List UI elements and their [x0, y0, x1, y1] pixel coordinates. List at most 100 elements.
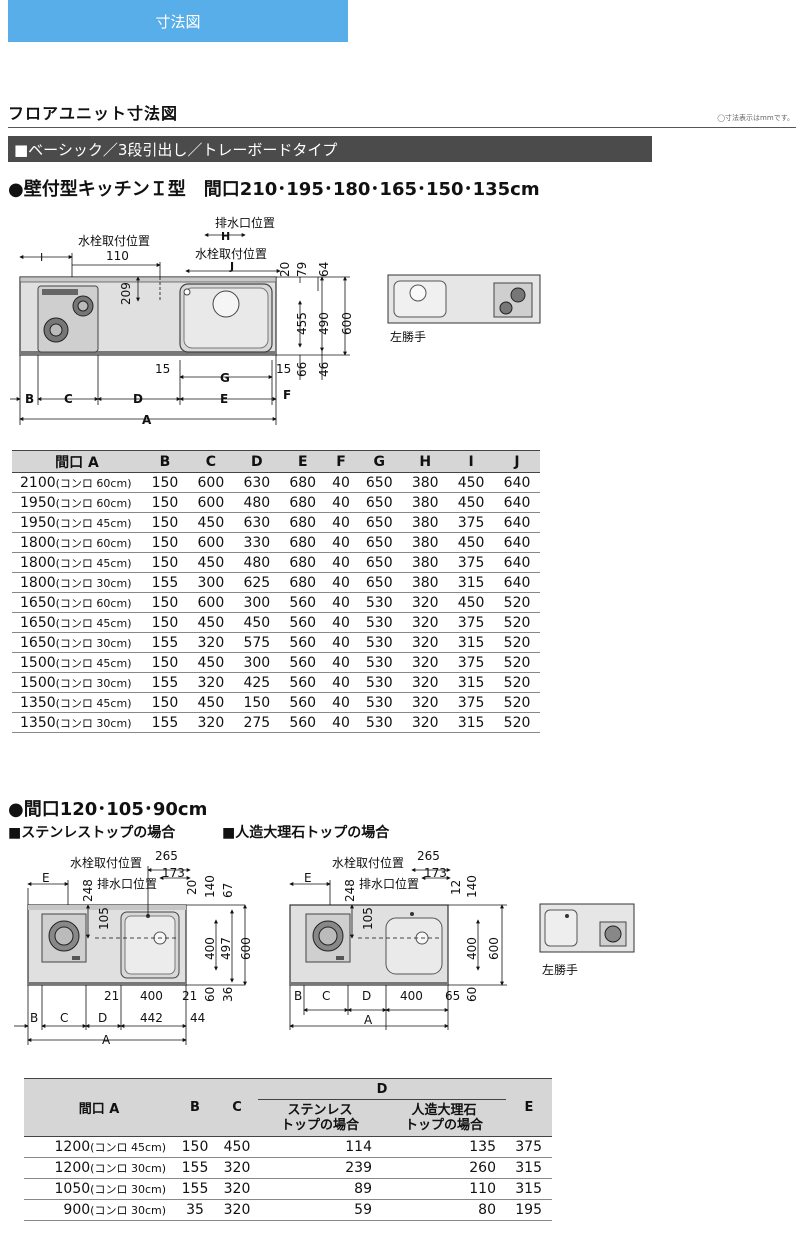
dim-400w-label: 400 — [140, 989, 163, 1003]
width-cell: 1950(コンロ 45cm) — [12, 512, 142, 533]
left-hand-variant-diagram-small: 左勝手 — [539, 903, 635, 977]
table-cell: 40 — [325, 652, 357, 673]
dim-110-label: 110 — [106, 249, 129, 263]
table-cell: 150 — [174, 1136, 216, 1158]
table-cell: 520 — [494, 612, 540, 633]
table-cell: 40 — [325, 552, 357, 573]
table-cell: 150 — [142, 652, 188, 673]
dim-e-label: E — [220, 392, 228, 406]
table-cell: 650 — [356, 572, 403, 593]
table-cell: 450 — [187, 652, 234, 673]
unit-note: ◯寸法表示はmmです。 — [717, 114, 794, 122]
table-cell: 300 — [233, 592, 280, 613]
table-cell: 600 — [187, 592, 234, 613]
table-header-stainless: ステンレストップの場合 — [258, 1099, 382, 1137]
width-cell: 1800(コンロ 60cm) — [12, 532, 142, 553]
width-cell: 1200(コンロ 30cm) — [24, 1157, 174, 1179]
dim-b-label: B — [294, 989, 302, 1003]
table-cell: 40 — [325, 632, 357, 653]
table-cell: 640 — [494, 492, 540, 513]
table-cell: 315 — [448, 632, 495, 653]
faucet-position-i-label: 水栓取付位置 — [78, 233, 150, 248]
table-cell: 195 — [506, 1199, 552, 1221]
dim-400w-label: 400 — [400, 989, 423, 1003]
dim-209-label: 209 — [119, 282, 133, 305]
table-cell: 530 — [356, 712, 403, 733]
left-hand-variant-diagram: 左勝手 — [387, 274, 541, 344]
dim-f-label: F — [283, 388, 291, 402]
table-cell: 650 — [356, 492, 403, 513]
width-cell: 1650(コンロ 30cm) — [12, 632, 142, 653]
table-cell: 320 — [402, 632, 449, 653]
table-cell: 560 — [279, 692, 326, 713]
table-cell: 530 — [356, 652, 403, 673]
dim-21-right-label: 21 — [182, 989, 197, 1003]
table-header: G — [356, 450, 403, 473]
drain-position-label: 排水口位置 — [359, 876, 419, 891]
table-cell: 680 — [279, 492, 326, 513]
width-cell: 2100(コンロ 60cm) — [12, 472, 142, 493]
table-cell: 40 — [325, 572, 357, 593]
table-cell: 680 — [279, 512, 326, 533]
dim-67-label: 67 — [221, 883, 235, 898]
table-cell: 315 — [506, 1178, 552, 1200]
title-divider — [8, 127, 796, 128]
tab-dimension-drawing[interactable]: 寸法図 — [8, 0, 348, 42]
table-cell: 155 — [142, 632, 188, 653]
section1-heading: ●壁付型キッチンＩ型 間口210･195･180･165･150･135cm — [8, 179, 540, 200]
table-cell: 150 — [142, 512, 188, 533]
table-cell: 450 — [187, 512, 234, 533]
drain-position-label: 排水口位置 — [97, 876, 157, 891]
table-header: D — [233, 450, 280, 473]
table-header: B — [174, 1078, 216, 1137]
table-cell: 320 — [187, 632, 234, 653]
table-cell: 320 — [216, 1199, 258, 1221]
table-cell: 680 — [279, 552, 326, 573]
sink-bowl — [385, 912, 443, 975]
width-cell: 1350(コンロ 30cm) — [12, 712, 142, 733]
table-cell: 320 — [402, 612, 449, 633]
table-header: C — [187, 450, 234, 473]
dim-600-label: 600 — [340, 312, 354, 335]
dim-400-label: 400 — [203, 937, 217, 960]
dim-46-label: 46 — [317, 362, 331, 377]
table-cell: 650 — [356, 532, 403, 553]
table-cell: 450 — [448, 492, 495, 513]
table-cell: 150 — [233, 692, 280, 713]
table-cell: 450 — [187, 552, 234, 573]
dim-a-label: A — [102, 1033, 111, 1047]
table-header: 間口 A — [24, 1078, 174, 1137]
table-cell: 150 — [142, 612, 188, 633]
dim-248-label: 248 — [343, 879, 357, 902]
table-cell: 530 — [356, 672, 403, 693]
table-cell: 480 — [233, 492, 280, 513]
dim-173-label: 173 — [424, 866, 447, 880]
table-cell: 450 — [187, 692, 234, 713]
dim-65-label: 65 — [445, 989, 460, 1003]
table-cell: 380 — [402, 472, 449, 493]
table-cell: 650 — [356, 472, 403, 493]
table-cell: 560 — [279, 632, 326, 653]
table-cell: 450 — [448, 532, 495, 553]
stainless-top-diagram: 水栓取付位置 排水口位置 E 265 173 248 105 20 140 67… — [14, 849, 253, 1047]
dimension-table-120-90: 間口 A B C D E ステンレストップの場合 人造大理石トップの場合 120… — [24, 1078, 552, 1221]
table-cell: 520 — [494, 712, 540, 733]
dim-i-label: I — [40, 251, 43, 264]
faucet-position-label: 水栓取付位置 — [70, 855, 142, 870]
sink-bowl — [120, 911, 180, 979]
table-cell: 320 — [402, 712, 449, 733]
table-cell: 380 — [402, 572, 449, 593]
dim-d-label: D — [98, 1011, 107, 1025]
dim-140-label: 140 — [203, 875, 217, 898]
dim-e-label: E — [42, 871, 50, 885]
table-cell: 380 — [402, 492, 449, 513]
dim-c-label: C — [60, 1011, 68, 1025]
dim-15-left-label: 15 — [155, 362, 170, 376]
table-cell: 40 — [325, 512, 357, 533]
